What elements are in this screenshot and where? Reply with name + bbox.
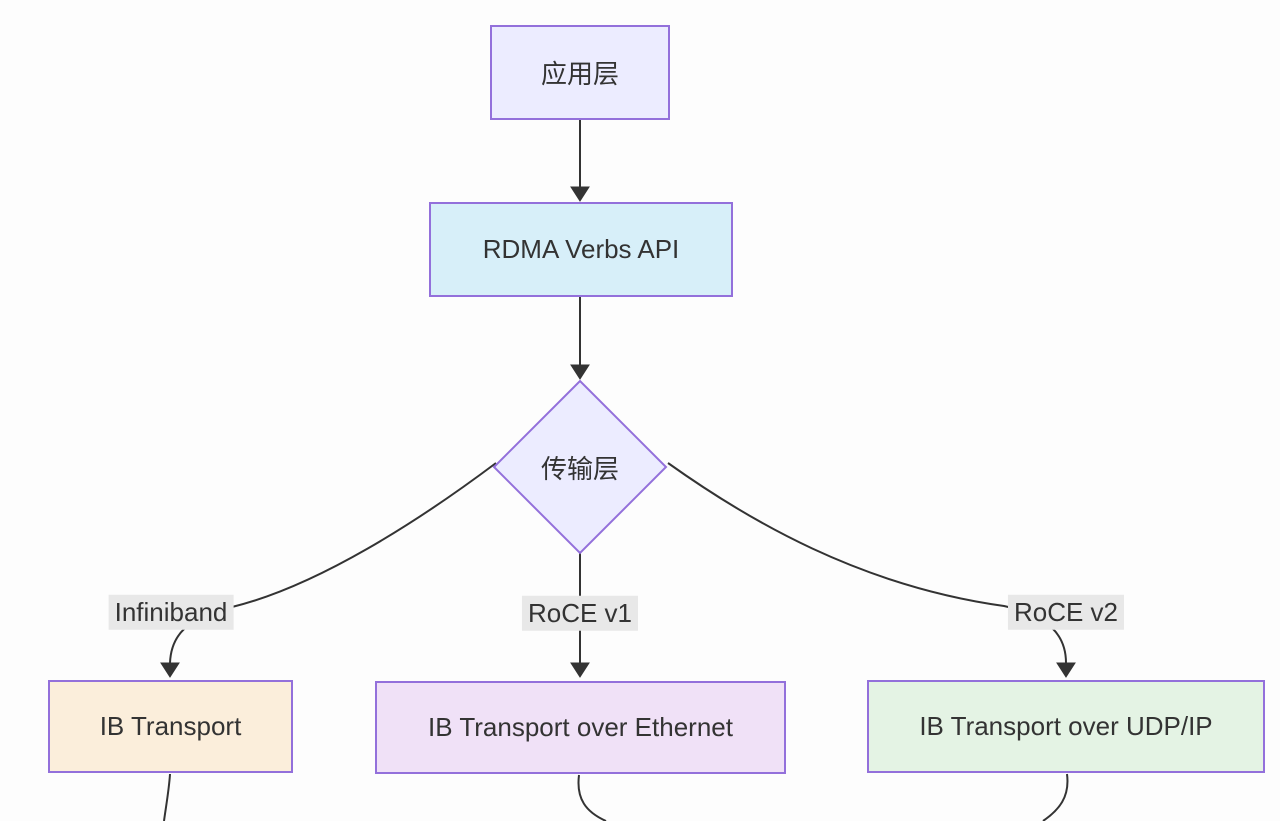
node-app-layer-label: 应用层	[540, 59, 619, 89]
arrowhead-icon	[1056, 662, 1076, 678]
diamond-shape	[492, 379, 668, 555]
edge-ethernet-offscreen	[577, 774, 607, 821]
arrowhead-icon	[570, 662, 590, 678]
node-transport-layer-label: 传输层	[540, 453, 619, 484]
edge-transport-to-ib	[169, 462, 497, 664]
node-app-layer: 应用层	[490, 25, 670, 120]
edge-label-infiniband: Infiniband	[108, 594, 234, 630]
edge-udp-offscreen	[1042, 773, 1069, 821]
node-ib-transport-over-udp-ip-label: IB Transport over UDP/IP	[919, 711, 1213, 741]
node-ib-transport-over-ethernet-label: IB Transport over Ethernet	[428, 712, 733, 742]
edge-transport-to-udp	[667, 462, 1067, 664]
arrowhead-icon	[570, 186, 590, 202]
node-ib-transport: IB Transport	[48, 680, 293, 773]
edge-label-roce-v2: RoCE v2	[1007, 594, 1125, 630]
node-ib-transport-over-ethernet: IB Transport over Ethernet	[375, 681, 786, 774]
node-transport-layer: 传输层	[492, 379, 668, 555]
arrowhead-icon	[160, 662, 180, 678]
edge-label-roce-v1: RoCE v1	[521, 595, 639, 631]
node-ib-transport-label: IB Transport	[99, 711, 242, 741]
arrowhead-icon	[570, 364, 590, 380]
node-rdma-verbs-api: RDMA Verbs API	[429, 202, 733, 297]
edge-ib-offscreen	[163, 773, 171, 821]
node-ib-transport-over-udp-ip: IB Transport over UDP/IP	[867, 680, 1265, 773]
node-rdma-verbs-api-label: RDMA Verbs API	[482, 234, 680, 264]
